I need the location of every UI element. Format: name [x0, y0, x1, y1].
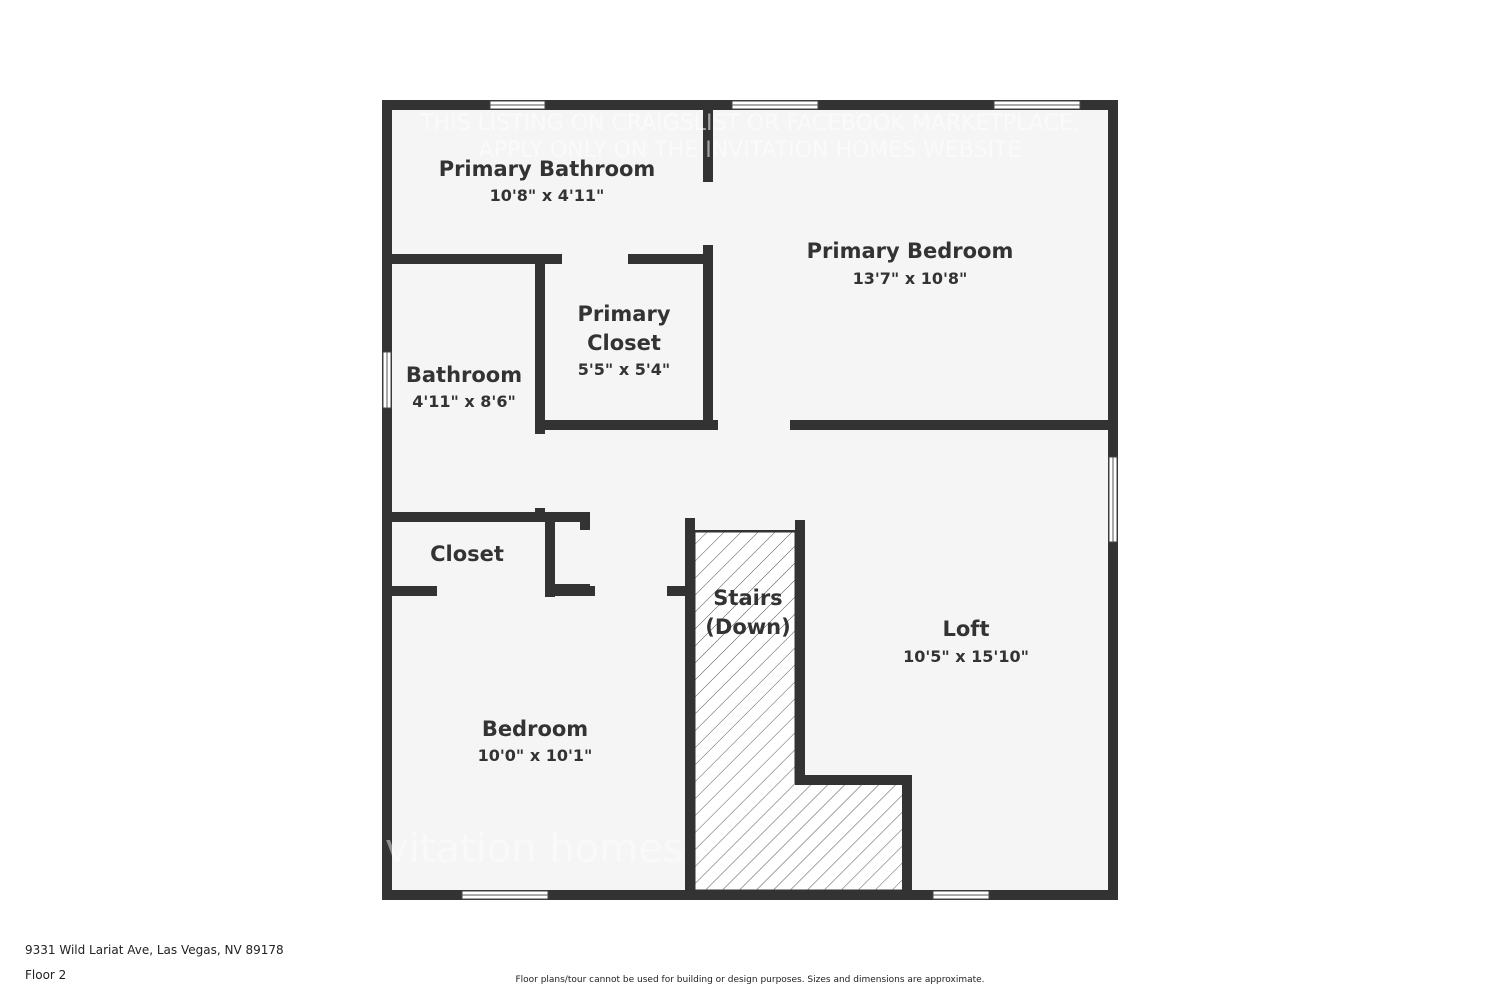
- room-name: Loft: [943, 617, 990, 641]
- room-name: Bedroom: [482, 717, 588, 741]
- room-name: Primary Bathroom: [439, 157, 656, 181]
- room-name-line-1: Stairs: [713, 586, 782, 610]
- room-dimensions: 5'5" x 5'4": [578, 360, 670, 379]
- room-name-line-2: (Down): [705, 615, 790, 639]
- room-name: Closet: [430, 542, 504, 566]
- room-bedroom: Bedroom 10'0" x 10'1": [478, 717, 593, 765]
- room-dimensions: 10'8" x 4'11": [490, 186, 605, 205]
- disclaimer: Floor plans/tour cannot be used for buil…: [515, 975, 985, 985]
- watermark-line-1: THIS LISTING ON CRAIGSLIST OR FACEBOOK M…: [419, 111, 1080, 136]
- room-primary-bathroom: Primary Bathroom 10'8" x 4'11": [439, 157, 656, 205]
- room-name: Bathroom: [406, 363, 522, 387]
- floor-label: Floor 2: [25, 968, 67, 982]
- room-name-line-2: Closet: [587, 331, 661, 355]
- window-top-1: [489, 100, 546, 110]
- interior-walls: [382, 100, 1118, 900]
- window-bottom-2: [932, 890, 990, 900]
- room-dimensions: 10'5" x 15'10": [903, 647, 1029, 666]
- window-top-2: [731, 100, 819, 110]
- room-name: Primary Bedroom: [807, 239, 1014, 263]
- room-primary-bedroom: Primary Bedroom 13'7" x 10'8": [807, 239, 1014, 288]
- window-right: [1108, 456, 1118, 543]
- room-dimensions: 10'0" x 10'1": [478, 746, 593, 765]
- room-dimensions: 13'7" x 10'8": [853, 269, 968, 288]
- property-address: 9331 Wild Lariat Ave, Las Vegas, NV 8917…: [25, 943, 284, 957]
- window-top-3: [993, 100, 1081, 110]
- room-primary-closet: Primary Closet 5'5" x 5'4": [577, 302, 670, 379]
- room-loft: Loft 10'5" x 15'10": [903, 617, 1029, 666]
- room-name-line-1: Primary: [577, 302, 670, 326]
- brand-watermark: vitation homes: [385, 826, 684, 872]
- room-closet: Closet: [430, 542, 504, 566]
- watermark-line-2: APPLY ONLY ON THE INVITATION HOMES WEBSI…: [479, 138, 1022, 163]
- room-dimensions: 4'11" x 8'6": [412, 392, 516, 411]
- room-bathroom: Bathroom 4'11" x 8'6": [406, 363, 522, 411]
- room-stairs: Stairs (Down): [705, 586, 790, 639]
- window-bottom-1: [461, 890, 549, 900]
- window-left: [382, 351, 392, 409]
